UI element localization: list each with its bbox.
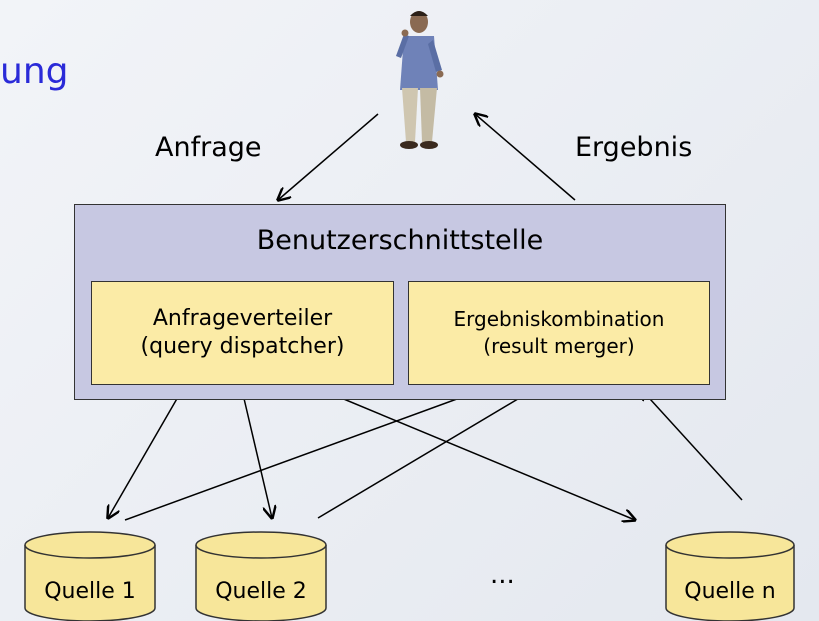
query-dispatcher-box: Anfrageverteiler (query dispatcher)	[91, 281, 394, 385]
query-arrow	[278, 113, 379, 200]
user-interface-label: Benutzerschnittstelle	[256, 225, 544, 256]
dispatcher-label: Anfrageverteiler	[152, 306, 333, 331]
source-n-cylinder	[665, 531, 795, 621]
dispatch-arrow-source-1	[108, 389, 183, 518]
more-sources-ellipsis: ...	[490, 560, 515, 590]
page-title: ung	[0, 51, 69, 92]
merger-label: Ergebniskombination	[453, 307, 665, 331]
query-label: Anfrage	[155, 132, 262, 163]
source-2-cylinder	[195, 531, 327, 621]
source-1-label: Quelle 1	[44, 579, 136, 604]
source-1-cylinder	[24, 531, 156, 621]
merge-arrow-source-n	[640, 388, 743, 501]
dispatch-arrow-source-2	[241, 389, 272, 518]
result-merger-box: Ergebniskombination (result merger)	[408, 281, 710, 385]
dispatcher-sublabel: (query dispatcher)	[140, 334, 345, 359]
source-2-label: Quelle 2	[215, 579, 307, 604]
person-figure-icon	[396, 11, 444, 149]
dispatch-arrow-source-n	[321, 389, 635, 520]
result-arrow	[475, 114, 576, 201]
merge-arrow-source-2	[317, 384, 543, 519]
merge-arrow-source-1	[124, 384, 498, 521]
merger-sublabel: (result merger)	[483, 334, 635, 358]
source-n-label: Quelle n	[684, 579, 776, 604]
result-label: Ergebnis	[575, 132, 693, 163]
